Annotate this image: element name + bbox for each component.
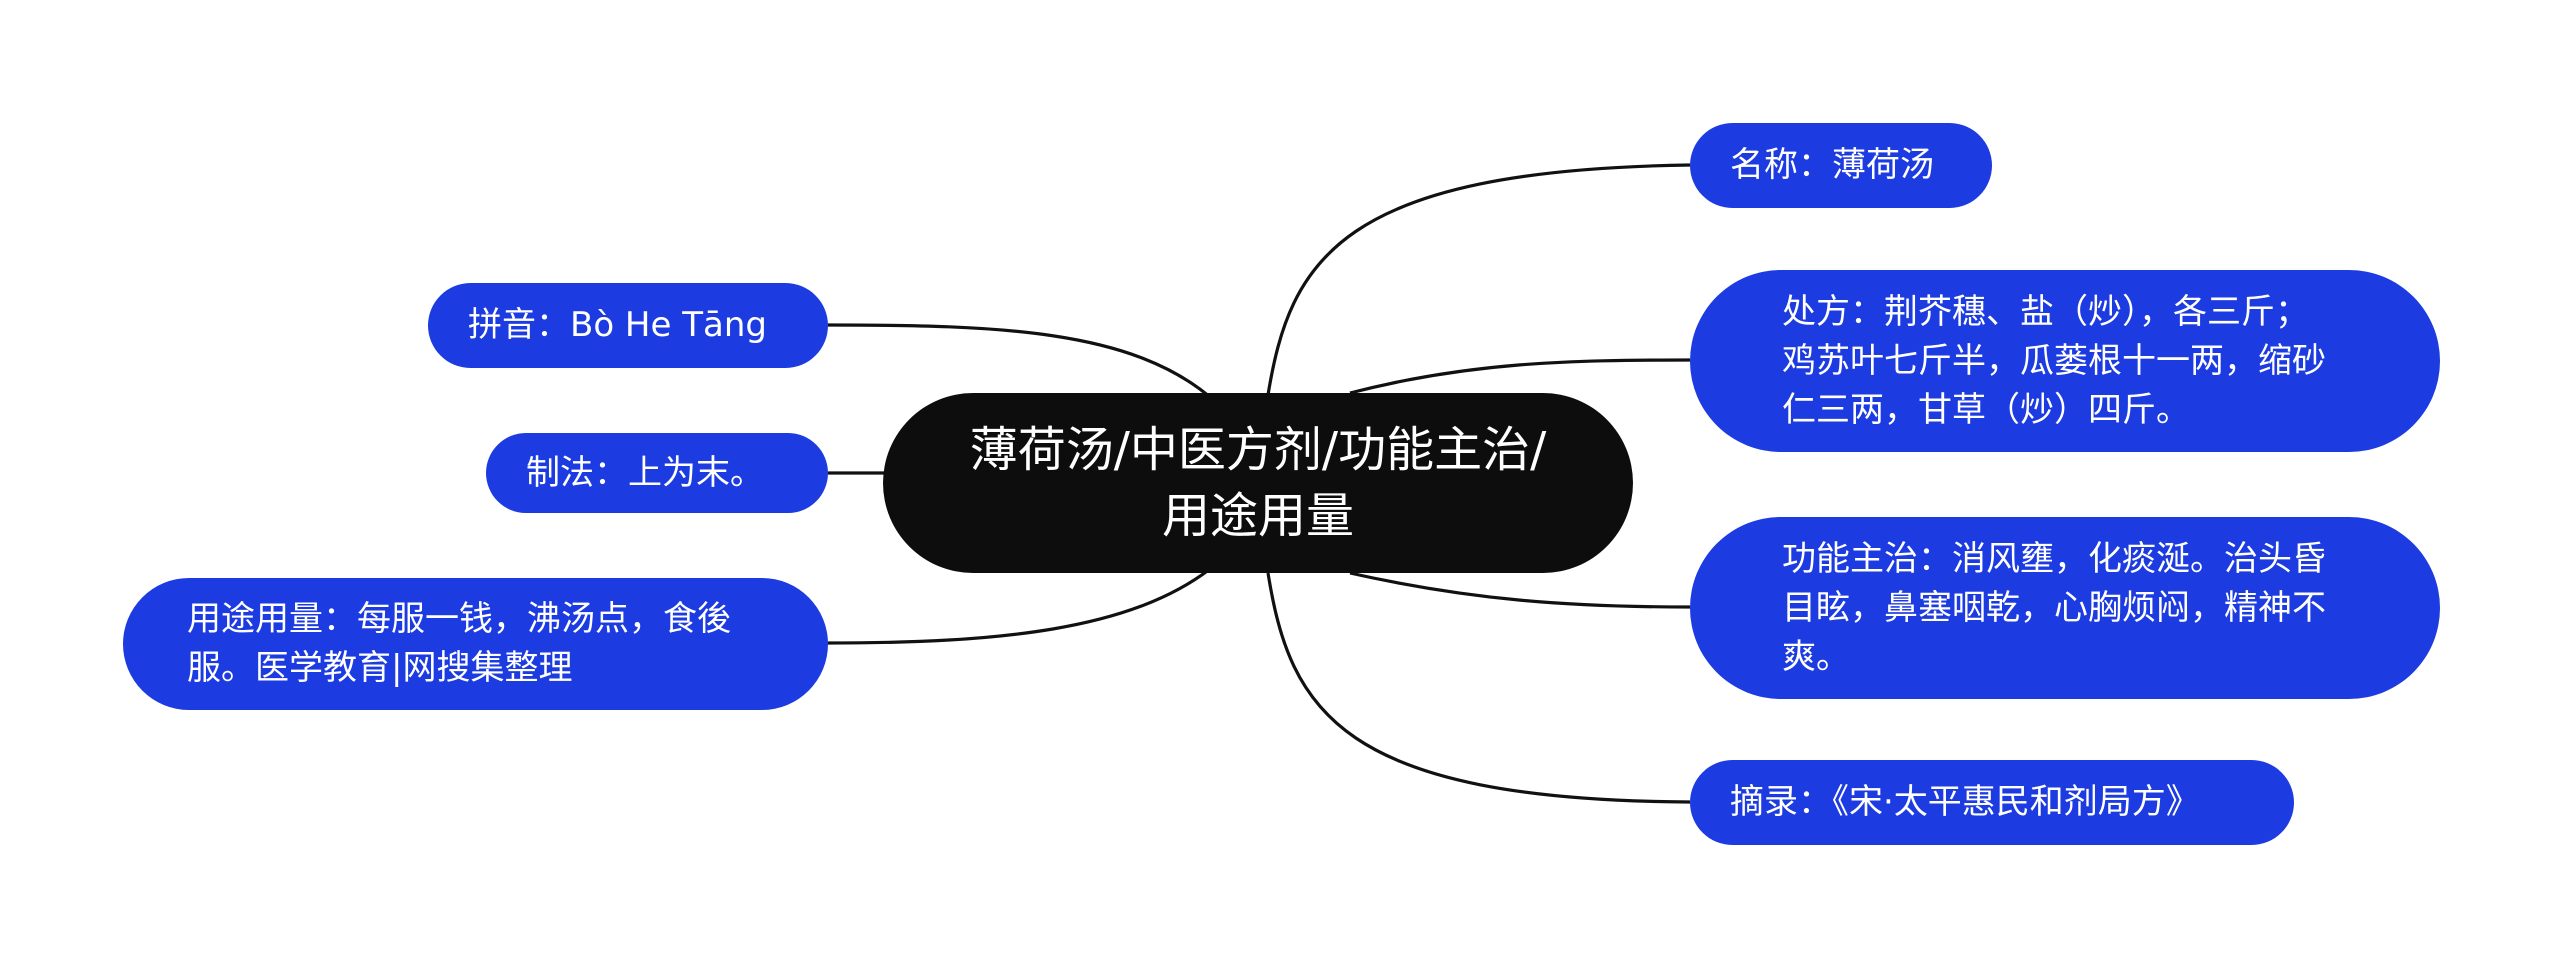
branch-method-label: 制法：上为末。 (526, 452, 764, 493)
branch-source-label: 摘录：《宋·太平惠民和剂局方》 (1730, 782, 2200, 822)
connector-name (1266, 163, 1691, 396)
branch-method[interactable]: 制法：上为末。 (486, 433, 828, 513)
branch-pinyin[interactable]: 拼音：Bò He Tāng (428, 283, 828, 368)
connector-pinyin (827, 323, 1212, 399)
connector-usage (827, 567, 1211, 645)
connector-recipe (1349, 358, 1691, 395)
branch-name[interactable]: 名称：薄荷汤 (1690, 123, 1992, 208)
connector-function (1349, 571, 1691, 609)
branch-pinyin-label: 拼音：Bò He Tāng (468, 305, 767, 345)
root-label: 薄荷汤/中医方剂/功能主治/用途用量 (969, 422, 1547, 544)
branch-usage-label: 用途用量：每服一钱，沸汤点，食後服。医学教育|网搜集整理 (187, 599, 731, 688)
branch-function[interactable]: 功能主治：消风壅，化痰涎。治头昏目眩，鼻塞咽乾，心胸烦闷，精神不爽。 (1690, 517, 2440, 699)
branch-name-label: 名称：薄荷汤 (1730, 145, 1934, 185)
branch-recipe[interactable]: 处方：荆芥穗、盐（炒），各三斤；鸡苏叶七斤半，瓜蒌根十一两，缩砂仁三两，甘草（炒… (1690, 270, 2440, 452)
connector-source (1266, 572, 1691, 804)
branch-usage[interactable]: 用途用量：每服一钱，沸汤点，食後服。医学教育|网搜集整理 (123, 578, 828, 710)
root-node[interactable]: 薄荷汤/中医方剂/功能主治/用途用量 (883, 393, 1633, 573)
branch-recipe-label: 处方：荆芥穗、盐（炒），各三斤；鸡苏叶七斤半，瓜蒌根十一两，缩砂仁三两，甘草（炒… (1782, 291, 2326, 430)
branch-function-label: 功能主治：消风壅，化痰涎。治头昏目眩，鼻塞咽乾，心胸烦闷，精神不爽。 (1782, 538, 2326, 677)
branch-source[interactable]: 摘录：《宋·太平惠民和剂局方》 (1690, 760, 2294, 845)
